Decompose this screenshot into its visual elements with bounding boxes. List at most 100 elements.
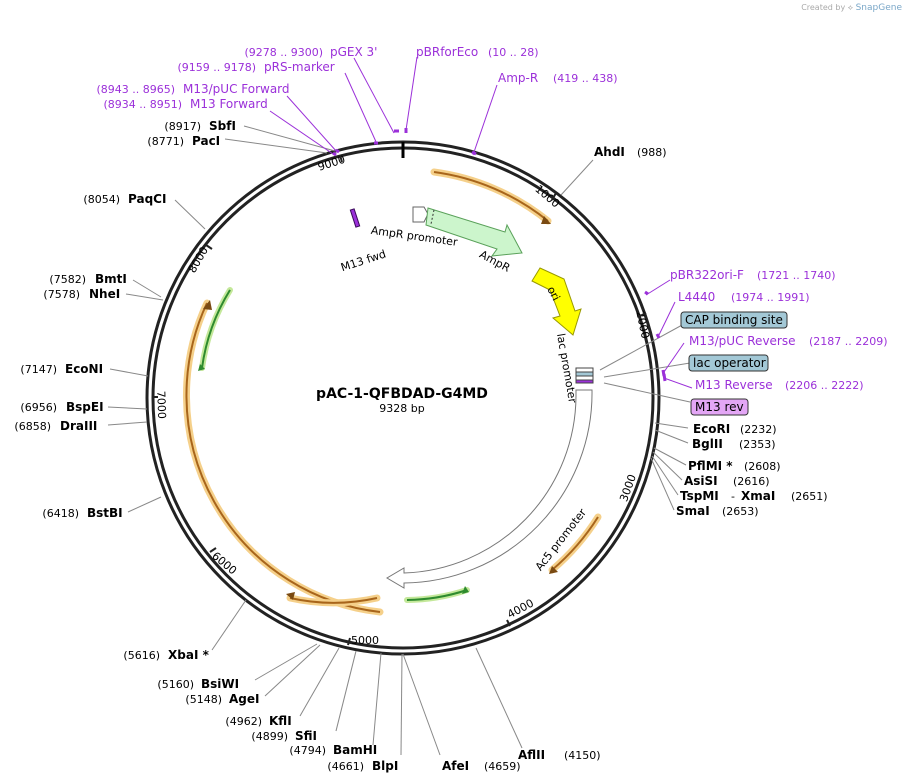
svg-text:BmtI: BmtI: [95, 272, 127, 286]
svg-text:SbfI: SbfI: [209, 119, 236, 133]
inner-features: [349, 206, 594, 589]
svg-text:(1721 .. 1740): (1721 .. 1740): [757, 269, 836, 282]
orf-arrowheads: [198, 216, 558, 600]
svg-text:(4899): (4899): [251, 730, 288, 743]
primer-m13-reverse[interactable]: M13 Reverse (2206 .. 2222): [695, 378, 864, 392]
svg-text:Amp-R: Amp-R: [498, 71, 538, 85]
svg-text:(2616): (2616): [733, 475, 770, 488]
svg-text:(7578): (7578): [43, 288, 80, 301]
svg-text:(8943 .. 8965): (8943 .. 8965): [96, 83, 175, 96]
tick-8000: 8000: [186, 245, 211, 276]
enzyme-bamhi[interactable]: (4794) BamHI: [289, 743, 377, 757]
enzyme-bsiwi[interactable]: (5160) BsiWI: [157, 677, 239, 691]
enzyme-nhei[interactable]: (7578) NheI: [43, 287, 120, 301]
svg-text:(9278 .. 9300): (9278 .. 9300): [244, 46, 323, 59]
svg-text:(2651): (2651): [791, 490, 828, 503]
svg-text:-: -: [731, 490, 735, 503]
svg-text:pBRforEco: pBRforEco: [416, 45, 478, 59]
credit-prefix: Created by: [801, 3, 846, 12]
svg-text:(4794): (4794): [289, 744, 326, 757]
enzyme-kfli[interactable]: (4962) KflI: [225, 714, 291, 728]
enzyme-ecori[interactable]: EcoRI (2232): [693, 422, 777, 436]
svg-text:(8054): (8054): [83, 193, 120, 206]
svg-text:pBR322ori-F: pBR322ori-F: [670, 268, 744, 282]
svg-text:(6858): (6858): [14, 420, 51, 433]
ampr-promoter-feature: [412, 206, 429, 223]
enzyme-bspei[interactable]: (6956) BspEI: [20, 400, 103, 414]
svg-text:(8934 .. 8951): (8934 .. 8951): [103, 98, 182, 111]
m13-fwd-feature: [349, 208, 361, 228]
svg-text:pRS-marker: pRS-marker: [264, 60, 335, 74]
feature-cap-binding-site[interactable]: CAP binding site: [680, 311, 788, 329]
enzyme-asisi[interactable]: AsiSI (2616): [684, 474, 770, 488]
enzyme-sbfi[interactable]: (8917) SbfI: [164, 119, 236, 133]
snapgene-credit: Created by ⟡ SnapGene: [801, 3, 902, 13]
enzyme-smai[interactable]: SmaI (2653): [676, 504, 759, 518]
enzyme-econi[interactable]: (7147) EcoNI: [20, 362, 103, 376]
svg-text:(2206 .. 2222): (2206 .. 2222): [785, 379, 864, 392]
svg-text:M13 Reverse: M13 Reverse: [695, 378, 773, 392]
svg-text:AflII: AflII: [518, 748, 545, 762]
enzyme-aflii[interactable]: AflII (4150): [518, 748, 601, 762]
plasmid-name: pAC-1-QFBDAD-G4MD: [316, 386, 488, 402]
enzyme-pflmi[interactable]: PflMI * (2608): [688, 459, 781, 473]
feature-m13-rev[interactable]: M13 rev: [690, 398, 749, 416]
enzyme-draiii[interactable]: (6858) DraIII: [14, 419, 97, 433]
credit-brand: SnapGene: [855, 3, 902, 13]
primer-l4440[interactable]: L4440 (1974 .. 1991): [678, 290, 810, 304]
primer-pbrforeco[interactable]: pBRforEco (10 .. 28): [416, 45, 539, 59]
enzyme-xbai[interactable]: (5616) XbaI *: [123, 648, 209, 662]
enzyme-bglii[interactable]: BglII (2353): [692, 437, 776, 451]
svg-text:(6418): (6418): [42, 507, 79, 520]
svg-text:EcoNI: EcoNI: [65, 362, 103, 376]
enzyme-afei[interactable]: AfeI (4659): [442, 759, 521, 773]
svg-text:BstBI: BstBI: [87, 506, 123, 520]
enzyme-blpi[interactable]: (4661) BlpI: [327, 759, 398, 773]
enzyme-bmti[interactable]: (7582) BmtI: [49, 272, 126, 286]
svg-text:AsiSI: AsiSI: [684, 474, 718, 488]
svg-text:(10 .. 28): (10 .. 28): [488, 46, 539, 59]
svg-text:AgeI: AgeI: [229, 692, 259, 706]
svg-text:BspEI: BspEI: [66, 400, 104, 414]
svg-text:TspMI: TspMI: [680, 489, 719, 503]
svg-text:L4440: L4440: [678, 290, 715, 304]
svg-text:(8771): (8771): [147, 135, 184, 148]
svg-text:(6956): (6956): [20, 401, 57, 414]
ampr-feature: [425, 207, 523, 257]
enzyme-paci[interactable]: (8771) PacI: [147, 134, 220, 148]
primer-pgex3[interactable]: (9278 .. 9300) pGEX 3': [244, 45, 377, 59]
enzyme-sfii[interactable]: (4899) SfiI: [251, 729, 317, 743]
svg-text:(419 .. 438): (419 .. 438): [553, 72, 618, 85]
svg-text:BsiWI: BsiWI: [201, 677, 239, 691]
lac-promoter-label: lac promoter: [554, 332, 579, 404]
enzyme-tspmi-xmai[interactable]: TspMI - XmaI (2651): [680, 489, 828, 503]
orf-arcs: [182, 168, 602, 616]
primer-pbr322ori-f[interactable]: pBR322ori-F (1721 .. 1740): [670, 268, 836, 282]
svg-text:PaqCI: PaqCI: [128, 192, 166, 206]
svg-text:(5160): (5160): [157, 678, 194, 691]
feature-lac-operator[interactable]: lac operator: [688, 354, 769, 372]
svg-text:CAP binding site: CAP binding site: [685, 313, 783, 327]
enzyme-leaders: [107, 125, 689, 756]
svg-text:AhdI: AhdI: [594, 145, 625, 159]
tick-7000: 7000: [154, 391, 168, 419]
plasmid-length: 9328 bp: [379, 402, 424, 415]
primer-amp-r[interactable]: Amp-R (419 .. 438): [498, 71, 618, 85]
svg-text:(4150): (4150): [564, 749, 601, 762]
enzyme-ahdi[interactable]: AhdI (988): [594, 145, 667, 159]
svg-text:(1974 .. 1991): (1974 .. 1991): [731, 291, 810, 304]
primer-leaders: [269, 56, 693, 389]
svg-text:(9159 .. 9178): (9159 .. 9178): [177, 61, 256, 74]
primer-m13-puc-reverse[interactable]: M13/pUC Reverse (2187 .. 2209): [689, 334, 888, 348]
enzyme-agei[interactable]: (5148) AgeI: [185, 692, 259, 706]
primer-m13-puc-forward[interactable]: (8943 .. 8965) M13/pUC Forward: [96, 82, 289, 96]
svg-text:BamHI: BamHI: [333, 743, 377, 757]
svg-text:XmaI: XmaI: [741, 489, 775, 503]
enzyme-paqci[interactable]: (8054) PaqCI: [83, 192, 166, 206]
enzyme-bstbi[interactable]: (6418) BstBI: [42, 506, 122, 520]
primer-prs-marker[interactable]: (9159 .. 9178) pRS-marker: [177, 60, 334, 74]
svg-text:(2187 .. 2209): (2187 .. 2209): [809, 335, 888, 348]
svg-text:EcoRI: EcoRI: [693, 422, 730, 436]
primer-m13-forward[interactable]: (8934 .. 8951) M13 Forward: [103, 97, 267, 111]
svg-text:BglII: BglII: [692, 437, 723, 451]
